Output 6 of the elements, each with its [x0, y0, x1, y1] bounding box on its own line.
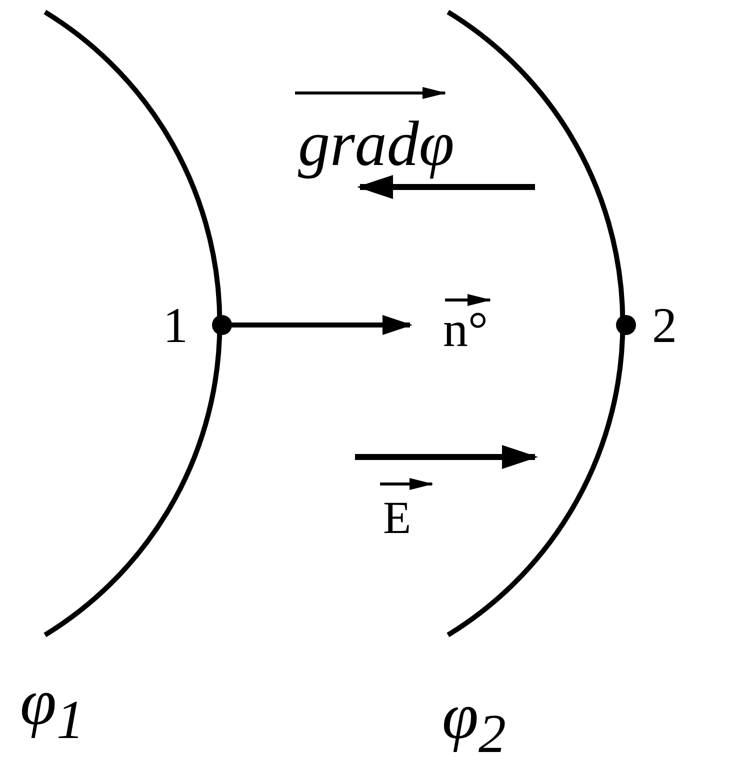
potential-label: φ$_{2}$	[442, 684, 506, 762]
vector-symbol: n°	[443, 304, 488, 354]
point-number: 2	[652, 300, 677, 350]
point-number: 1	[163, 300, 188, 350]
potential-label: φ$_{1}$	[20, 670, 84, 748]
vector-symbol: E	[383, 495, 412, 541]
